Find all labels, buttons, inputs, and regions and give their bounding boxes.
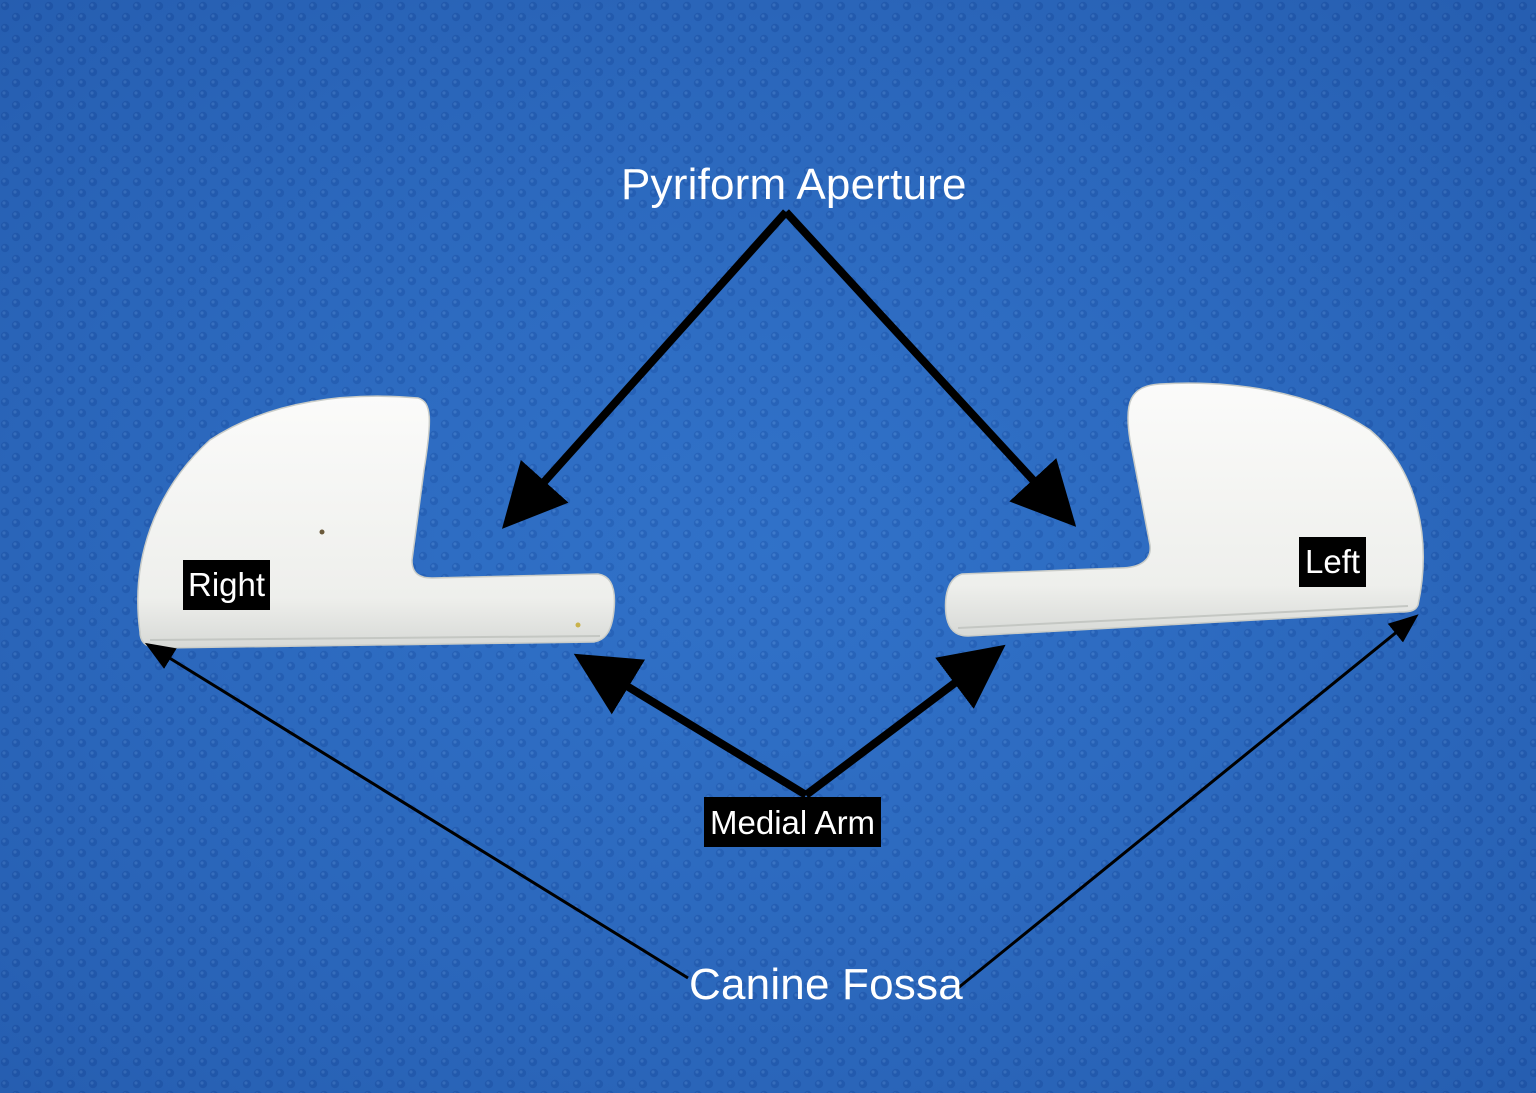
pyriform-aperture-arrows: [501, 209, 1077, 529]
right-side-label: Right: [183, 560, 271, 610]
arrow-to-right-canine-fossa: [144, 642, 689, 980]
arrow-to-right-aperture: [501, 209, 789, 529]
pyriform-aperture-label: Pyriform Aperture: [621, 160, 967, 209]
arrow-to-left-medial-arm: [803, 644, 1006, 799]
arrow-to-left-aperture: [783, 209, 1077, 527]
left-side-label: Left: [1299, 537, 1367, 587]
arrow-to-left-canine-fossa: [957, 614, 1419, 990]
canine-fossa-label: Canine Fossa: [689, 960, 963, 1009]
canine-fossa-arrows: [144, 614, 1419, 990]
medial-arm-arrows: [573, 644, 1006, 799]
arrow-to-right-medial-arm: [573, 653, 809, 799]
medial-arm-label: Medial Arm: [704, 797, 882, 847]
